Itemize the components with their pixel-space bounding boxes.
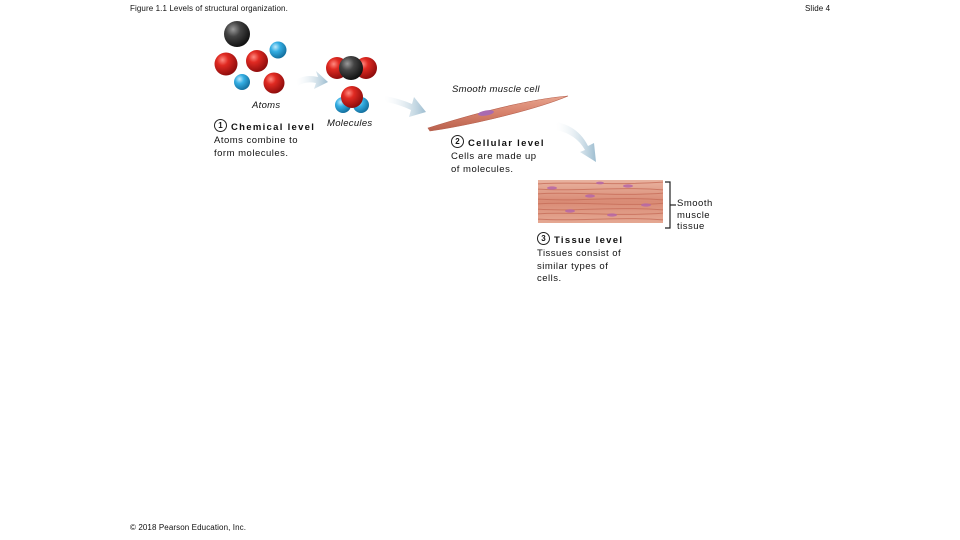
level-description: Tissues consist of similar types of cell… — [537, 248, 622, 284]
arrow-atoms-to-molecules-icon — [296, 71, 328, 89]
level-chemical: 1 Chemical level Atoms combine to form mo… — [214, 117, 315, 160]
level-title: Chemical level — [231, 122, 316, 133]
smooth-muscle-cell-icon — [427, 95, 569, 132]
cell-nucleus-icon — [478, 110, 494, 116]
molecules-group — [326, 56, 377, 113]
copyright: © 2018 Pearson Education, Inc. — [130, 523, 247, 532]
level-description: Atoms combine to form molecules. — [214, 135, 299, 159]
arrow-cell-to-tissue-icon — [556, 122, 596, 162]
level-description: Cells are made up of molecules. — [451, 151, 537, 175]
atoms-label: Atoms — [252, 100, 281, 111]
atoms-group — [214, 21, 287, 94]
smooth-muscle-cell-label: Smooth muscle cell — [452, 84, 540, 95]
carbon-atom-icon — [339, 56, 363, 80]
level-cellular: 2 Cellular level Cells are made up of mol… — [451, 133, 545, 176]
oxygen-atom-icon — [263, 72, 285, 94]
level-number-badge: 3 — [537, 232, 550, 246]
slide-label: Slide 4 — [805, 4, 831, 13]
figure-title: Figure 1.1 Levels of structural organiza… — [130, 4, 288, 13]
smooth-muscle-tissue-icon — [538, 180, 663, 223]
tissue-bracket — [665, 181, 671, 229]
carbon-atom-icon — [224, 21, 250, 47]
molecules-label: Molecules — [327, 118, 373, 129]
level-number-badge: 2 — [451, 135, 464, 149]
arrow-molecules-to-cell-icon — [384, 96, 426, 117]
level-number-badge: 1 — [214, 119, 227, 133]
oxygen-atom-icon — [341, 86, 363, 108]
smooth-muscle-tissue-label: Smooth muscle tissue — [677, 198, 713, 232]
level-tissue: 3 Tissue level Tissues consist of similar… — [537, 230, 623, 286]
oxygen-atom-icon — [214, 52, 238, 76]
level-title: Tissue level — [554, 235, 624, 246]
hydrogen-atom-icon — [269, 41, 287, 59]
level-title: Cellular level — [468, 138, 545, 149]
oxygen-atom-icon — [246, 50, 268, 72]
hydrogen-atom-icon — [234, 74, 250, 90]
